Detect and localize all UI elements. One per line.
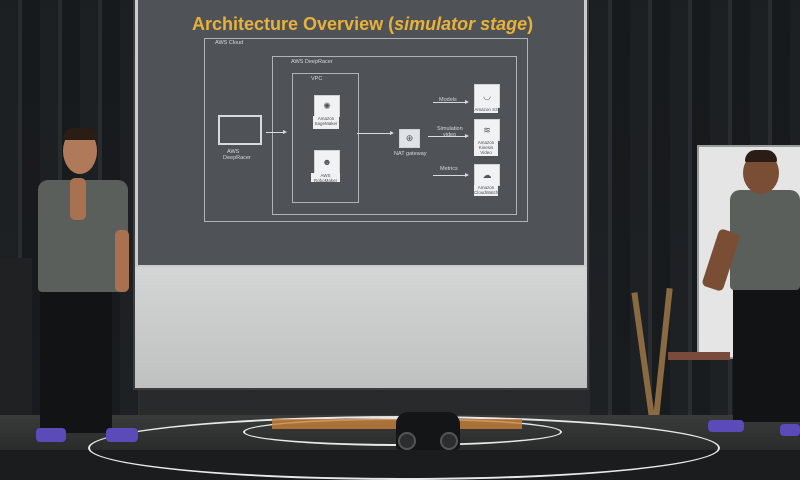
slide-title-main: Architecture Overview (: [192, 14, 395, 34]
robomaker-label: AWS RoboMaker: [313, 173, 338, 183]
sim-video-line2: video: [443, 132, 457, 138]
chair: [668, 352, 730, 360]
aws-deepracer-box-label: AWS DeepRacer: [291, 59, 333, 65]
kinesis-label-line3: Streams: [477, 155, 495, 160]
projected-slide: [138, 0, 584, 265]
robomaker-icon: ☻: [314, 150, 340, 174]
laptop-icon: [218, 115, 262, 145]
vpc-label: VPC: [311, 76, 323, 82]
presenter-left-arm: [70, 178, 86, 220]
presenter-right-shirt: [730, 190, 800, 290]
s3-label: Amazon S3: [474, 107, 498, 112]
slide-title: Architecture Overview (simulator stage): [192, 14, 533, 35]
robomaker-caption: AWS RoboMaker: [311, 173, 340, 183]
cloudwatch-label-line2: CloudWatch: [474, 190, 499, 195]
sagemaker-label-line2: SageMaker: [314, 121, 338, 126]
speaker-cabinet: [0, 258, 32, 418]
sim-video-line1: Simulation: [437, 126, 463, 132]
arrow-vpc-to-nat: [357, 131, 394, 135]
kinesis-label-line1: Amazon: [477, 140, 495, 145]
slide-title-italic: simulator stage: [394, 14, 528, 34]
device-label-line1: AWS: [227, 149, 240, 155]
s3-caption: Amazon S3: [474, 107, 498, 113]
aws-deepracer-box: [272, 56, 517, 215]
presenter-right-shoe: [708, 420, 744, 432]
aws-cloud-label: AWS Cloud: [215, 40, 244, 46]
kinesis-icon: ≋: [474, 119, 500, 141]
nat-gateway-icon: ⊕: [399, 129, 420, 148]
aws-cloud-box: [204, 38, 528, 222]
device-label-line2: DeepRacer: [223, 155, 251, 161]
arrow-metrics: [433, 173, 469, 177]
deepracer-car: [396, 412, 460, 450]
arrow-sim-video: [428, 134, 469, 138]
car-wheel: [440, 432, 458, 450]
presenter-right-hair: [745, 150, 777, 162]
presenter-left-right-arm: [115, 230, 129, 292]
projection-screen-lower: [135, 267, 587, 388]
presenter-left-hair: [63, 128, 97, 140]
kinesis-label-line2: Kinesis Video: [478, 145, 494, 155]
presenter-right-pants: [733, 282, 800, 422]
models-label: Models: [439, 97, 457, 103]
presenter-right-shoe: [780, 424, 800, 436]
sagemaker-label-line1: Amazon: [317, 116, 335, 121]
arrow-device-to-vpc: [266, 130, 287, 134]
presenter-left-shoe: [106, 428, 138, 442]
presenter-left-pants: [40, 288, 112, 433]
metrics-label: Metrics: [440, 166, 458, 172]
arrow-models: [433, 100, 469, 104]
cloudwatch-icon: ☁: [474, 164, 500, 186]
nat-gateway-label: NAT gateway: [394, 151, 427, 157]
s3-bucket-icon: ◡: [474, 84, 500, 108]
slide-title-end: ): [527, 14, 534, 34]
vpc-box: [292, 73, 359, 203]
car-wheel: [398, 432, 416, 450]
sagemaker-icon: ✺: [314, 95, 340, 117]
cloudwatch-label-line1: Amazon: [477, 185, 495, 190]
presenter-left-shoe: [36, 428, 66, 442]
